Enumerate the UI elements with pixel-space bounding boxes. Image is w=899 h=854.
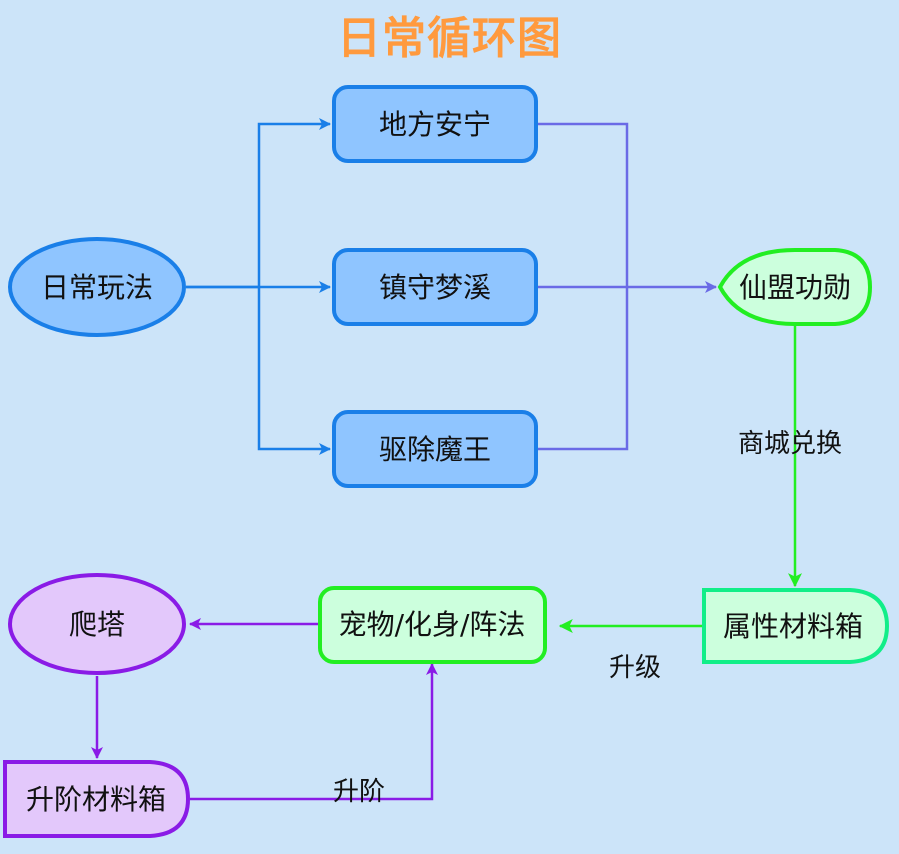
edge-label-ascend: 升阶 (333, 777, 386, 807)
edge-daily-to-local-peace (186, 118, 331, 289)
node-expel-demon-king-label: 驱除魔王 (379, 433, 491, 466)
node-local-peace-label: 地方安宁 (379, 108, 491, 141)
node-guard-dream-creek: 镇守梦溪 (332, 248, 538, 326)
edge-daily-to-activities (186, 118, 331, 455)
edge-label-shop-exchange: 商城兑换 (738, 429, 843, 459)
node-attribute-box: 属性材料箱 (702, 588, 890, 664)
node-ascension-box: 升阶材料箱 (3, 760, 191, 838)
node-daily-play-label: 日常玩法 (41, 271, 153, 304)
node-alliance-merit-label: 仙盟功勋 (739, 271, 851, 304)
node-pet-avatar-formation: 宠物/化身/阵法 (318, 586, 547, 664)
node-attribute-box-label: 属性材料箱 (723, 610, 863, 643)
node-alliance-merit: 仙盟功勋 (717, 248, 873, 326)
edge-daily-to-expel-demon-king (257, 287, 331, 455)
edge-ascension-box-to-pet (190, 663, 438, 801)
node-daily-play: 日常玩法 (8, 237, 186, 337)
node-pet-avatar-formation-label: 宠物/化身/阵法 (339, 608, 526, 641)
edge-label-upgrade: 升级 (609, 653, 662, 683)
node-tower-climb-label: 爬塔 (69, 608, 125, 641)
node-expel-demon-king: 驱除魔王 (332, 410, 538, 488)
diagram-title: 日常循环图 (337, 13, 562, 64)
edge-activities-to-merit (536, 122, 717, 451)
node-ascension-box-label: 升阶材料箱 (26, 783, 166, 816)
edge-expel-demon-king-to-merit (536, 287, 629, 451)
edge-local-peace-to-merit (536, 122, 629, 287)
node-local-peace: 地方安宁 (332, 85, 538, 163)
node-guard-dream-creek-label: 镇守梦溪 (379, 271, 491, 304)
node-tower-climb: 爬塔 (8, 573, 186, 675)
